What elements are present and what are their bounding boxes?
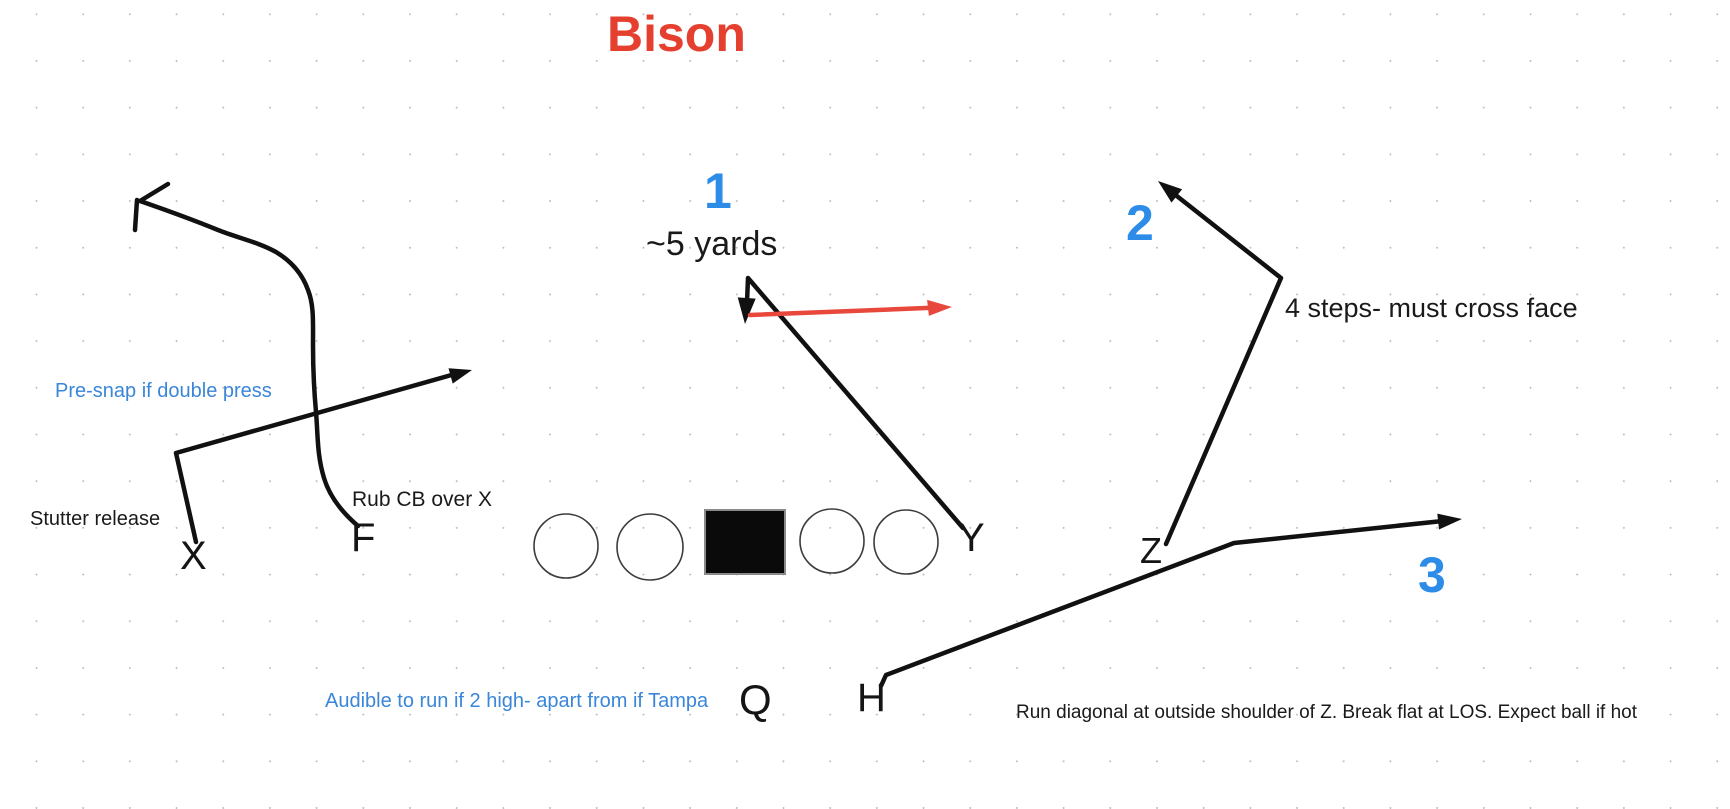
z-route-arrowhead[interactable] xyxy=(1158,181,1183,203)
annotation-stutter-release[interactable]: Stutter release xyxy=(30,508,161,530)
hot-route-red-arrowhead[interactable] xyxy=(927,299,952,316)
lineman-circle-4[interactable] xyxy=(873,509,939,575)
h-route-line[interactable] xyxy=(878,519,1441,689)
annotation-audible[interactable]: Audible to run if 2 high- apart from if … xyxy=(325,690,709,712)
y-route-arrowhead[interactable] xyxy=(737,297,756,324)
y-route-line[interactable] xyxy=(744,275,966,531)
hot-route-red-arrow-line[interactable] xyxy=(747,305,935,318)
f-motion-arrowhead-barb-upper[interactable] xyxy=(137,181,171,204)
z-route-line[interactable] xyxy=(1163,190,1284,547)
player-q[interactable]: Q xyxy=(739,676,772,723)
play-title[interactable]: Bison xyxy=(607,6,746,62)
player-x[interactable]: X xyxy=(180,534,207,578)
f-motion-arrowhead-barb-lower[interactable] xyxy=(132,197,140,233)
f-motion-squiggle-route[interactable] xyxy=(137,198,361,529)
route-number-2[interactable]: 2 xyxy=(1126,195,1154,251)
x-route-line[interactable] xyxy=(173,371,458,545)
annotation-depth-yards[interactable]: ~5 yards xyxy=(646,225,778,263)
player-h[interactable]: H xyxy=(857,676,886,720)
annotation-run-diagonal[interactable]: Run diagonal at outside shoulder of Z. B… xyxy=(1016,702,1638,723)
player-f[interactable]: F xyxy=(351,516,376,560)
lineman-circle-2[interactable] xyxy=(616,513,684,581)
lineman-circle-1[interactable] xyxy=(533,513,599,579)
x-route-arrowhead[interactable] xyxy=(448,368,473,384)
annotation-presnap[interactable]: Pre-snap if double press xyxy=(55,380,272,402)
annotation-steps-cross-face[interactable]: 4 steps- must cross face xyxy=(1285,293,1578,323)
h-route-arrowhead[interactable] xyxy=(1437,513,1462,530)
center-square[interactable] xyxy=(704,509,786,575)
route-number-1[interactable]: 1 xyxy=(704,163,732,219)
route-number-3[interactable]: 3 xyxy=(1418,547,1446,603)
annotation-rub-cb[interactable]: Rub CB over X xyxy=(352,488,493,511)
player-y[interactable]: Y xyxy=(958,516,985,560)
lineman-circle-3[interactable] xyxy=(799,508,865,574)
player-z[interactable]: Z xyxy=(1140,530,1162,571)
